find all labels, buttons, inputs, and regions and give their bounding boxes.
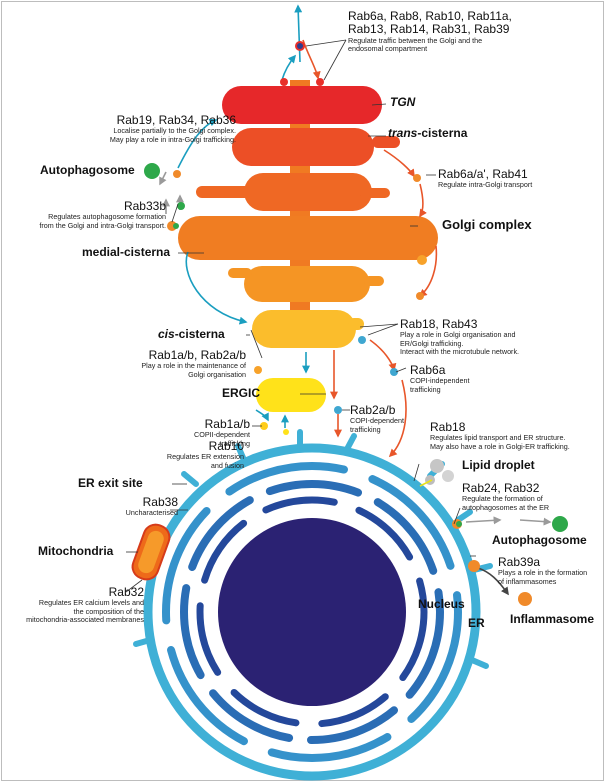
annotation-rab24-rab32: Rab24, Rab32 Regulate the formation of a… bbox=[462, 481, 550, 512]
annotation-rab6a-rab41: Rab6a/a', Rab41 Regulate intra-Golgi tra… bbox=[438, 167, 533, 190]
rab-name: Rab39a bbox=[498, 555, 541, 569]
annotation-rab6a-copi: Rab6a COPI-independent trafficking bbox=[410, 363, 470, 394]
rab-name: Rab24, Rab32 bbox=[462, 481, 540, 495]
rab-name: Rab10 bbox=[208, 439, 244, 453]
annotation-rab39a: Rab39a Plays a role in the formation of … bbox=[498, 555, 588, 586]
ergic-shape bbox=[256, 378, 326, 412]
label-er: ER bbox=[468, 616, 485, 630]
rab-desc: COPII-dependent trafficking bbox=[194, 430, 250, 448]
rab-name: Rab18 bbox=[430, 420, 466, 434]
label-inflammasome: Inflammasome bbox=[510, 612, 595, 626]
rab-desc: Regulates autophagosome formation from t… bbox=[39, 212, 166, 230]
label-cis-suffix: -cisterna bbox=[174, 327, 225, 341]
rab-desc: Plays a role in the formation of inflamm… bbox=[498, 568, 588, 586]
annotation-rab2ab: Rab2a/b COPI-dependent trafficking bbox=[350, 403, 404, 434]
inflammasome-shape bbox=[518, 592, 532, 606]
rab-name: Rab38 bbox=[142, 495, 178, 509]
rab-desc: Regulate the formation of autophagosomes… bbox=[462, 494, 550, 512]
label-er-exit-site: ER exit site bbox=[78, 476, 143, 490]
label-cis-prefix: cis bbox=[158, 327, 175, 341]
rab-name: Rab19, Rab34, Rab36 bbox=[116, 113, 236, 127]
rab-name: Rab2a/b bbox=[350, 403, 396, 417]
mitochondrion-shape bbox=[131, 523, 171, 581]
label-autophagosome-top: Autophagosome bbox=[40, 163, 135, 177]
rab-name: Rab1a/b bbox=[204, 417, 250, 431]
label-ergic: ERGIC bbox=[222, 386, 261, 400]
rab-desc: COPI-dependent trafficking bbox=[350, 416, 404, 434]
rab-name: Rab32 bbox=[108, 585, 144, 599]
cis-cisterna-shape bbox=[252, 310, 356, 348]
annotation-rab19-group: Rab19, Rab34, Rab36 Localise partially t… bbox=[40, 113, 236, 144]
label-cis-cisterna: cis-cisterna bbox=[158, 327, 225, 341]
annotation-rab1ab: Rab1a/b COPII-dependent trafficking bbox=[180, 417, 250, 448]
label-tgn: TGN bbox=[390, 95, 416, 109]
rab-desc: Regulates ER extension and fusion bbox=[166, 452, 244, 470]
rab-name: Rab6a/a', Rab41 bbox=[438, 167, 528, 181]
label-lipid-droplet: Lipid droplet bbox=[462, 458, 535, 472]
annotation-rab33b: Rab33b Regulates autophagosome formation… bbox=[6, 199, 166, 230]
label-nucleus: Nucleus bbox=[418, 597, 465, 611]
label-trans-cisterna: trans-cisterna bbox=[388, 126, 468, 140]
label-mitochondria: Mitochondria bbox=[38, 544, 114, 558]
autophagosome-top-shape bbox=[144, 163, 160, 179]
cisterna-5 bbox=[244, 266, 370, 302]
rab-name: Rab33b bbox=[123, 199, 166, 213]
annotation-rab38: Rab38 Uncharacterised bbox=[100, 495, 178, 518]
annotation-rab18: Rab18 Regulates lipid transport and ER s… bbox=[430, 420, 570, 451]
label-trans-suffix: -cisterna bbox=[417, 126, 468, 140]
medial-cisterna-shape bbox=[178, 216, 438, 260]
label-autophagosome-right: Autophagosome bbox=[492, 533, 587, 547]
rab-desc: Regulates lipid transport and ER structu… bbox=[430, 433, 570, 451]
rab-name: Rab6a, Rab8, Rab10, Rab11a, Rab13, Rab14… bbox=[348, 9, 512, 37]
rab-desc: Regulates ER calcium levels and the comp… bbox=[26, 598, 144, 625]
trafficking-arrows bbox=[159, 4, 552, 596]
rab-name: Rab18, Rab43 bbox=[400, 317, 478, 331]
cisterna-3 bbox=[244, 173, 372, 211]
rab-desc: COPI-independent trafficking bbox=[410, 376, 470, 394]
er-network bbox=[133, 429, 493, 781]
nucleus-shape bbox=[218, 518, 406, 706]
rab-desc: Play a role in Golgi organisation and ER… bbox=[400, 330, 520, 357]
label-golgi-complex: Golgi complex bbox=[442, 217, 532, 232]
label-trans-prefix: trans bbox=[388, 126, 418, 140]
trans-cisterna bbox=[232, 128, 374, 166]
tgn-cisterna bbox=[222, 86, 382, 124]
label-medial-cisterna: medial-cisterna bbox=[82, 245, 171, 259]
rab-desc: Localise partially to the Golgi complex.… bbox=[109, 126, 236, 144]
annotation-rab1a-rab2a: Rab1a/b, Rab2a/b Play a role in the main… bbox=[60, 348, 246, 379]
leader-lines bbox=[125, 39, 476, 593]
vesicles bbox=[144, 41, 568, 606]
autophagosome-right-shape bbox=[552, 516, 568, 532]
annotation-rab18-rab43: Rab18, Rab43 Play a role in Golgi organi… bbox=[400, 317, 520, 357]
rab-desc: Uncharacterised bbox=[125, 508, 178, 518]
rab-name: Rab6a bbox=[410, 363, 446, 377]
rab-name: Rab1a/b, Rab2a/b bbox=[148, 348, 246, 362]
lipid-droplet-shape bbox=[425, 459, 454, 485]
annotation-rab10: Rab10 Regulates ER extension and fusion bbox=[96, 439, 244, 470]
rab-desc: Regulate traffic between the Golgi and t… bbox=[348, 35, 483, 54]
rab-desc: Play a role in the maintenance of Golgi … bbox=[141, 361, 246, 379]
rab-desc: Regulate intra-Golgi transport bbox=[438, 180, 533, 190]
annotation-rab32: Rab32 Regulates ER calcium levels and th… bbox=[6, 585, 144, 625]
annotation-rab6a-group: Rab6a, Rab8, Rab10, Rab11a, Rab13, Rab14… bbox=[348, 9, 512, 54]
